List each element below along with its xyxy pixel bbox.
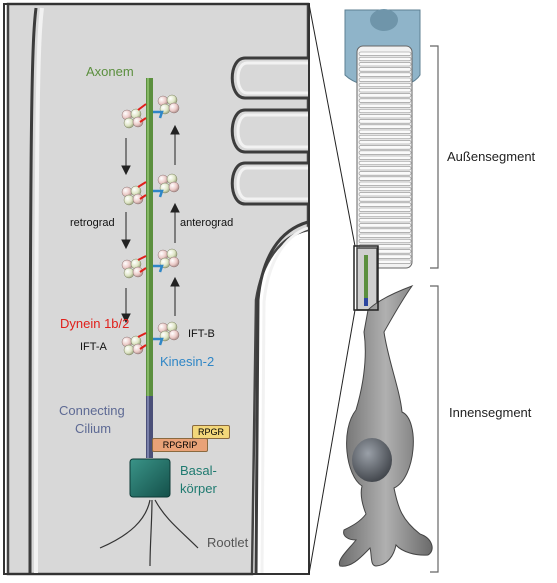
disc-membrane (359, 224, 411, 228)
label-kinesin: Kinesin-2 (160, 354, 214, 369)
disc-membrane (359, 88, 411, 92)
disc-membrane (359, 78, 411, 82)
disc-membrane (359, 198, 411, 202)
disc-membrane (359, 208, 411, 212)
segment-brackets (430, 46, 438, 572)
label-axonem: Axonem (86, 64, 134, 79)
disc-membrane (359, 166, 411, 170)
label-dynein: Dynein 1b/2 (60, 316, 129, 331)
disc-membrane (359, 94, 411, 98)
disc-membrane (359, 177, 411, 181)
label-connecting: Connecting (59, 403, 125, 418)
disc-membrane (359, 187, 411, 191)
label-basal-1: Basal- (180, 463, 217, 478)
label-basal-2: körper (180, 481, 217, 496)
disc-membrane (359, 68, 411, 72)
disc-membrane (359, 57, 411, 61)
disc-membrane (359, 120, 411, 124)
disc-membrane (359, 146, 411, 150)
disc-membrane (359, 135, 411, 139)
disc-membrane (359, 114, 411, 118)
disc-membrane (359, 172, 411, 176)
label-rootlet: Rootlet (207, 535, 248, 550)
disc-membrane (359, 73, 411, 77)
label-ift-a: IFT-A (80, 341, 107, 353)
label-ift-b: IFT-B (188, 328, 215, 340)
disc-membrane (359, 218, 411, 222)
disc-membrane (359, 156, 411, 160)
disc-membrane (359, 234, 411, 238)
disc-membrane (359, 83, 411, 87)
label-aussensegment: Außensegment (447, 149, 535, 164)
disc-membrane (359, 130, 411, 134)
axoneme (146, 78, 153, 458)
disc-membrane (359, 192, 411, 196)
disc-membrane (359, 125, 411, 129)
disc-membrane (359, 203, 411, 207)
label-retrograd: retrograd (70, 217, 115, 229)
disc-membrane (359, 161, 411, 165)
disc-membrane (359, 182, 411, 186)
label-anterograd: anterograd (180, 217, 233, 229)
label-cilium: Cilium (75, 421, 111, 436)
disc-membrane (359, 229, 411, 233)
disc-membrane (359, 62, 411, 66)
photoreceptor-cell (309, 4, 432, 574)
disc-membrane (359, 151, 411, 155)
disc-membrane (359, 239, 411, 243)
label-innensegment: Innensegment (449, 405, 531, 420)
disc-membrane (359, 104, 411, 108)
outer-segment-discs (359, 52, 411, 264)
rpgr-tag: RPGR (192, 425, 230, 439)
disc-membrane (359, 109, 411, 113)
disc-membrane (359, 52, 411, 56)
disc-membrane (359, 140, 411, 144)
disc-membrane (359, 213, 411, 217)
rpgrip-tag: RPGRIP (152, 438, 208, 452)
disc-membrane (359, 99, 411, 103)
